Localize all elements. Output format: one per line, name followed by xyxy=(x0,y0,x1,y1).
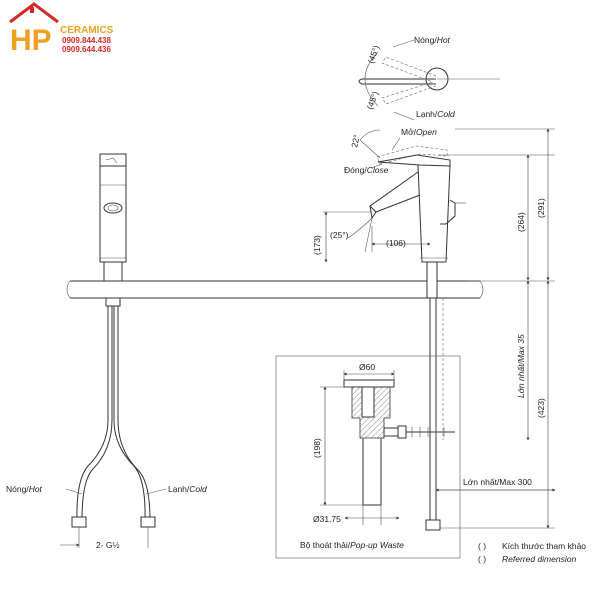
spout-angle-label: (25°) xyxy=(330,230,349,240)
front-hot-label: Nóng/Hot xyxy=(6,484,43,494)
max35-label: Lớn nhất/Max 35 xyxy=(516,334,526,398)
legend-paren-1: ( ) xyxy=(478,541,486,551)
dim-423-label: (423) xyxy=(536,398,546,418)
top-cold-label: Lạnh/Cold xyxy=(416,109,455,119)
brand-logo: HP CERAMICS 0909.844.438 0909.644.436 xyxy=(9,2,114,57)
reach-label: (106) xyxy=(386,238,406,248)
close-label: Đóng/Close xyxy=(344,165,389,175)
top-view-handle: (45°) (45°) Nóng/Hot Lạnh/Cold xyxy=(358,35,500,121)
max300-label: Lớn nhất/Max 300 xyxy=(463,477,532,487)
logo-phone-2: 0909.644.436 xyxy=(62,45,111,54)
legend-ref-vn: Kích thước tham khảo xyxy=(502,541,586,551)
logo-letters: HP xyxy=(10,24,52,57)
reference-legend: ( ) Kích thước tham khảo ( ) Referred di… xyxy=(478,541,586,564)
dim-198-label: (198) xyxy=(312,438,322,458)
dim-3175-label: Ø31.75 xyxy=(313,514,341,524)
top-hot-label: Nóng/Hot xyxy=(414,35,451,45)
logo-brand: CERAMICS xyxy=(60,25,114,36)
side-view-faucet: Mở/Open Đóng/Close 22° (173) (25°) (106)… xyxy=(312,127,555,281)
legend-paren-2: ( ) xyxy=(478,554,486,564)
spout-height-label: (173) xyxy=(312,235,322,255)
house-roof-icon xyxy=(9,2,59,24)
logo-phone-1: 0909.844.438 xyxy=(62,36,111,45)
connector-label: 2- G½ xyxy=(96,540,120,550)
legend-ref-en: Referred dimension xyxy=(502,554,576,564)
dim-264-label: (264) xyxy=(516,212,526,232)
front-cold-label: Lạnh/Cold xyxy=(168,484,207,494)
side-lower-dims: Lớn nhất/Max 35 (423) Lớn nhất/Max 300 xyxy=(435,280,556,529)
dim-291-label: (291) xyxy=(536,198,546,218)
side-supply-pipe xyxy=(425,261,444,531)
waste-caption: Bộ thoát thải/Pop-up Waste xyxy=(300,540,404,550)
dim-60-label: Ø60 xyxy=(359,362,375,372)
open-label: Mở/Open xyxy=(401,127,437,137)
popup-waste-box: Ø60 (198) Ø31.75 Bộ thoát thải/Pop-up Wa… xyxy=(275,355,461,559)
front-view-faucet: 2- G½ Nóng/Hot Lạnh/Cold xyxy=(6,153,207,550)
handle-angle-label: 22° xyxy=(349,134,361,149)
counter-top xyxy=(66,280,555,299)
angle-lower-label: (45°) xyxy=(364,90,380,111)
angle-upper-label: (45°) xyxy=(365,44,381,65)
